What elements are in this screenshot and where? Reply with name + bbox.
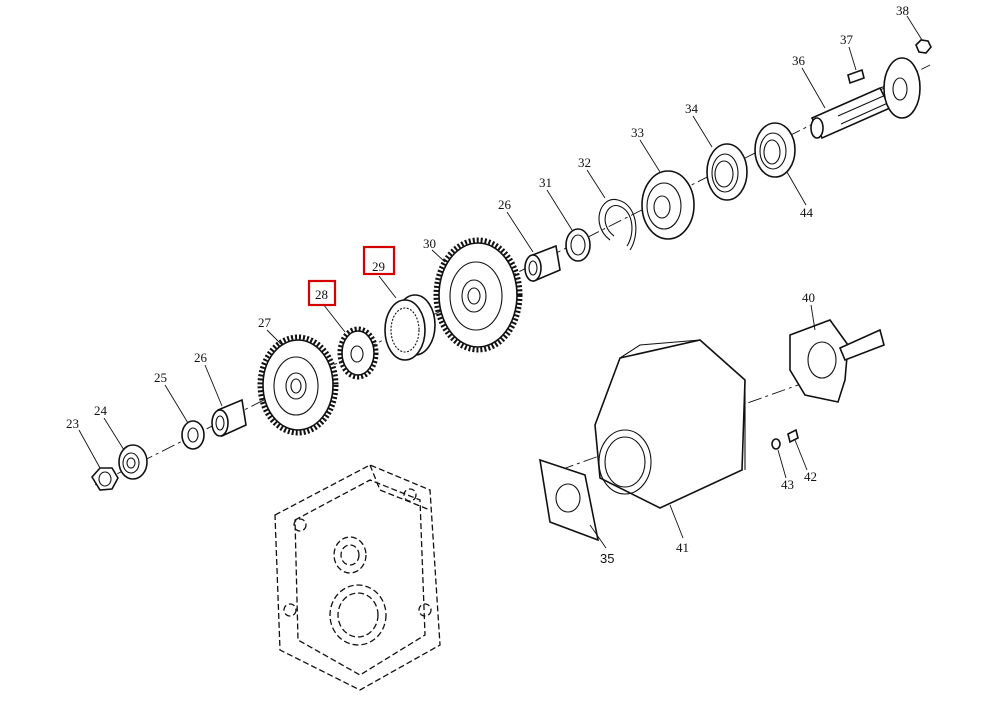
- callout-38: 38: [896, 3, 909, 18]
- callout-29: 29: [372, 259, 385, 274]
- part-32-circlip: [598, 199, 637, 251]
- gearbox-housing: [274, 464, 441, 691]
- part-27-gear: [257, 334, 339, 436]
- callout-41: 41: [676, 540, 689, 555]
- callout-26-left: 26: [194, 350, 208, 365]
- part-42-bolt: [787, 428, 799, 444]
- part-29-sleeve: [384, 294, 436, 361]
- part-26-bushing-left: [211, 398, 247, 438]
- part-41-housing-cover: [594, 339, 746, 509]
- callout-labels: 23 24 25 26 27 28 29 30 26 31 32 33 34 4…: [66, 3, 909, 566]
- part-31-ring: [565, 228, 591, 262]
- part-38-nut: [915, 39, 932, 54]
- part-35-gasket: [538, 458, 600, 542]
- part-26-bushing-right: [524, 244, 561, 283]
- part-33-bearing: [641, 170, 695, 240]
- callout-23: 23: [66, 416, 79, 431]
- callout-27: 27: [258, 315, 272, 330]
- callout-33: 33: [631, 125, 644, 140]
- callout-30: 30: [423, 236, 436, 251]
- highlight-box-29: [362, 245, 396, 276]
- part-24-bearing: [118, 444, 148, 480]
- part-37-stud: [847, 68, 865, 85]
- part-44-seal: [754, 122, 796, 178]
- part-36-flange-shaft: [810, 57, 921, 140]
- callout-34: 34: [685, 101, 699, 116]
- part-34-seal: [706, 143, 748, 201]
- callout-31: 31: [539, 175, 552, 190]
- callout-40: 40: [802, 290, 815, 305]
- highlight-box-28: [307, 279, 337, 307]
- callout-32: 32: [578, 155, 591, 170]
- part-30-large-gear: [433, 237, 523, 353]
- callout-36: 36: [792, 53, 806, 68]
- part-25-washer: [181, 420, 205, 450]
- part-28-spline-hub: [337, 326, 379, 380]
- callout-37: 37: [840, 32, 854, 47]
- callout-35: 35: [600, 551, 614, 566]
- part-23-nut: [91, 467, 119, 491]
- callout-24: 24: [94, 403, 108, 418]
- callout-43: 43: [781, 477, 794, 492]
- callout-44: 44: [800, 205, 814, 220]
- callout-28: 28: [315, 287, 328, 302]
- part-43-washer: [771, 438, 781, 450]
- callout-26-right: 26: [498, 197, 512, 212]
- callout-42: 42: [804, 469, 817, 484]
- leader-lines: [78, 15, 923, 549]
- part-40-bracket: [789, 319, 885, 403]
- callout-25: 25: [154, 370, 167, 385]
